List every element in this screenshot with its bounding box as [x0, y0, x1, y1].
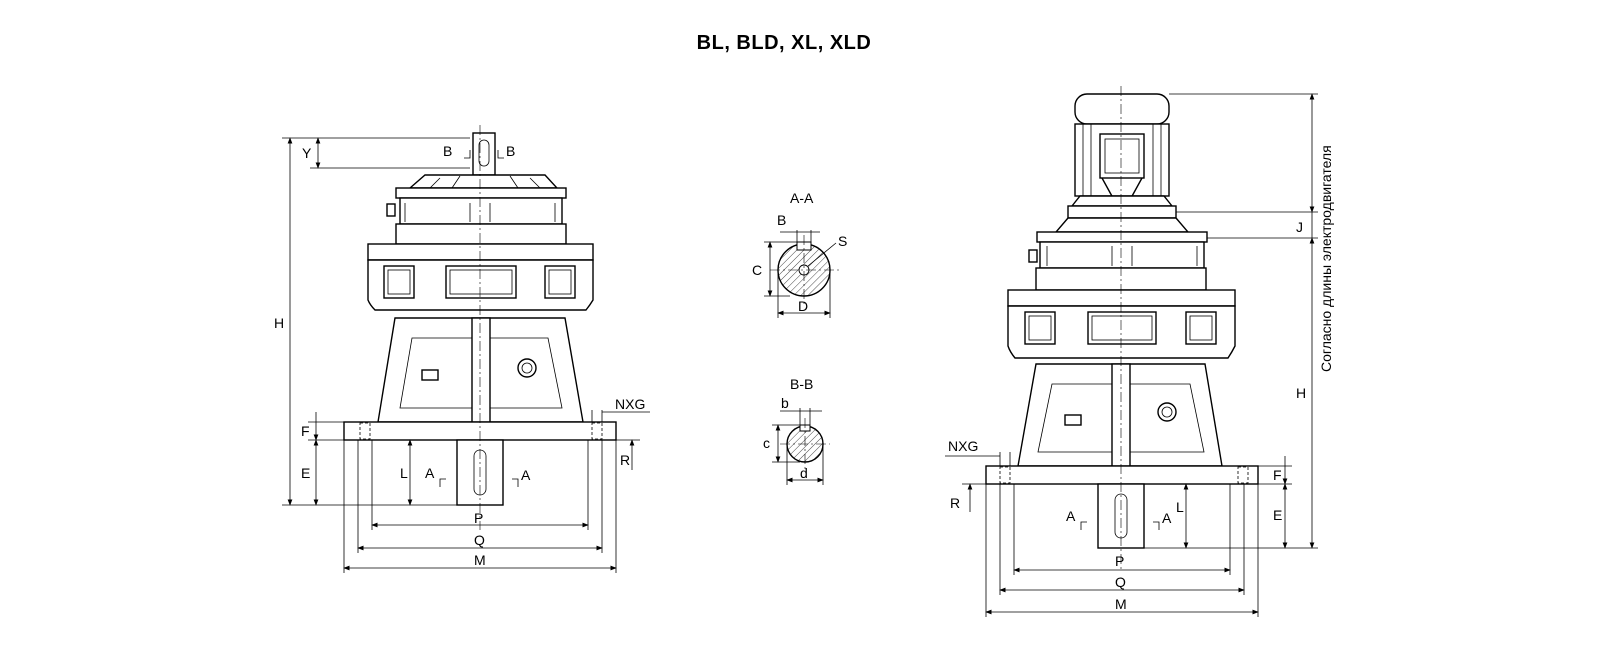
left-dim-y: Y: [302, 145, 312, 161]
right-dim-m: M: [1115, 596, 1127, 612]
left-dim-p: P: [474, 510, 483, 526]
right-housing-top: [1007, 289, 1236, 307]
right-dim-p: P: [1115, 553, 1124, 569]
right-view: [945, 86, 1318, 617]
right-dim-q: Q: [1115, 574, 1126, 590]
right-base-flange: [985, 465, 1259, 485]
section-aa-dim-s: S: [838, 233, 847, 249]
motor-length-note: Согласно длины электродвигателя: [1318, 145, 1334, 372]
left-housing-top: [367, 243, 594, 261]
right-dim-l: L: [1176, 499, 1184, 515]
section-aa-dim-d: D: [798, 298, 808, 314]
right-dim-j: J: [1296, 219, 1303, 235]
left-view-labels: H Y F E L R NXG P Q M A A B B: [274, 143, 645, 568]
motor-fan-cover: [1074, 93, 1170, 125]
left-housing-body: [367, 259, 594, 311]
right-dim-nxg: NXG: [948, 438, 978, 454]
left-section-b-left: B: [443, 143, 452, 159]
section-aa-labels: A-A B S C D: [752, 190, 847, 314]
section-bb-dim-c: c: [763, 435, 770, 451]
right-dim-h: H: [1296, 385, 1306, 401]
left-dim-r: R: [620, 452, 630, 468]
section-bb: [772, 408, 830, 485]
left-dim-h: H: [274, 315, 284, 331]
section-bb-dim-d: d: [800, 465, 808, 481]
left-dim-f: F: [301, 423, 310, 439]
left-dim-l: L: [400, 465, 408, 481]
section-bb-labels: B-B b c d: [763, 376, 813, 481]
section-bb-dim-b: b: [781, 395, 789, 411]
section-aa-title: A-A: [790, 190, 814, 206]
section-aa: [764, 230, 840, 318]
section-aa-dim-c: C: [752, 262, 762, 278]
right-view-labels: J H F E L R NXG P Q M A A Согласно длины…: [948, 145, 1334, 612]
drawing-title: BL, BLD, XL, XLD: [696, 32, 872, 54]
right-housing-body: [1007, 305, 1236, 359]
section-aa-dim-b: B: [777, 212, 786, 228]
section-bb-title: B-B: [790, 376, 813, 392]
left-dim-e: E: [301, 465, 310, 481]
right-top-flange: [1036, 231, 1208, 243]
left-section-a-right: A: [521, 467, 531, 483]
right-section-a-left: A: [1066, 508, 1076, 524]
left-view: [282, 125, 650, 573]
left-ring: [395, 223, 567, 245]
motor-flange: [1067, 205, 1177, 219]
right-dim-e: E: [1273, 507, 1282, 523]
left-dim-m: M: [474, 552, 486, 568]
left-dim-nxg: NXG: [615, 396, 645, 412]
left-top-flange: [395, 187, 567, 199]
left-first-stage: [399, 197, 563, 225]
left-section-a-left: A: [425, 465, 435, 481]
left-dim-q: Q: [474, 532, 485, 548]
right-dim-r: R: [950, 495, 960, 511]
right-first-stage: [1039, 241, 1205, 269]
left-input-shaft: [472, 132, 496, 176]
right-dim-f: F: [1273, 467, 1282, 483]
right-section-a-right: A: [1162, 510, 1172, 526]
motor-body: [1074, 123, 1170, 197]
left-section-b-right: B: [506, 143, 515, 159]
